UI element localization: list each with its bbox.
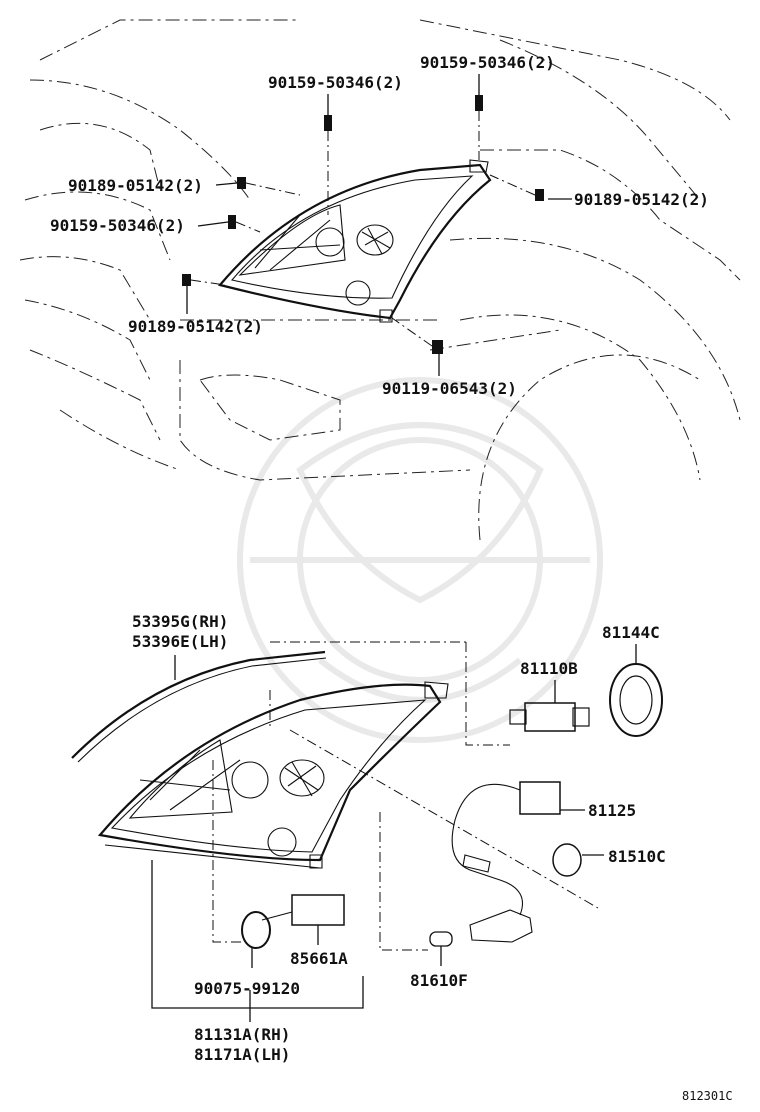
part-label-53395g-rh: 53395G(RH) [132, 612, 228, 631]
part-label-90189-05142-right: 90189-05142(2) [574, 190, 709, 209]
part-label-81510c: 81510C [608, 847, 666, 866]
o-ring [241, 911, 271, 968]
bolt-icon [535, 189, 544, 201]
part-label-85661a: 85661A [290, 949, 348, 968]
part-label-81144c: 81144C [602, 623, 660, 642]
part-label-90159-50346-top-right: 90159-50346(2) [420, 53, 555, 72]
part-label-81610f: 81610F [410, 971, 468, 990]
clip-nut-icon [432, 340, 443, 354]
screw-icon [475, 95, 483, 111]
screw-icon [324, 115, 332, 131]
wedge-bulb [552, 843, 604, 877]
part-label-90189-05142-left-lower: 90189-05142(2) [128, 317, 263, 336]
vehicle-body-outline [19, 19, 741, 541]
upper-headlamp-assembly [218, 159, 492, 323]
upper-fasteners [182, 95, 544, 354]
bolt-icon [237, 177, 246, 189]
part-label-53396e-lh: 53396E(LH) [132, 632, 228, 651]
lower-headlamp-assembly [97, 681, 449, 869]
part-label-81131a-rh: 81131A(RH) [194, 1025, 290, 1044]
part-label-90075-99120: 90075-99120 [194, 979, 300, 998]
leveling-actuator [261, 894, 345, 945]
hid-bulb [509, 680, 590, 732]
bolt-icon [182, 274, 191, 286]
part-label-90189-05142-left-upper: 90189-05142(2) [68, 176, 203, 195]
watermark-emblem [237, 377, 603, 743]
moulding-strip [71, 650, 327, 763]
part-label-81110b: 81110B [520, 659, 578, 678]
socket-and-wire [451, 781, 585, 916]
part-label-90159-50346-top-left: 90159-50346(2) [268, 73, 403, 92]
figure-number: 812301C [682, 1089, 733, 1103]
part-label-81125: 81125 [588, 801, 636, 820]
part-label-81171a-lh: 81171A(LH) [194, 1045, 290, 1064]
upper-leader-lines [186, 74, 572, 376]
assembly-bracket [151, 860, 364, 1022]
part-label-90159-50346-left: 90159-50346(2) [50, 216, 185, 235]
lower-projection-lines [212, 641, 599, 951]
dust-cover [609, 644, 663, 737]
part-label-90119-06543: 90119-06543(2) [382, 379, 517, 398]
screw-icon [228, 215, 236, 229]
lower-socket [429, 909, 533, 966]
